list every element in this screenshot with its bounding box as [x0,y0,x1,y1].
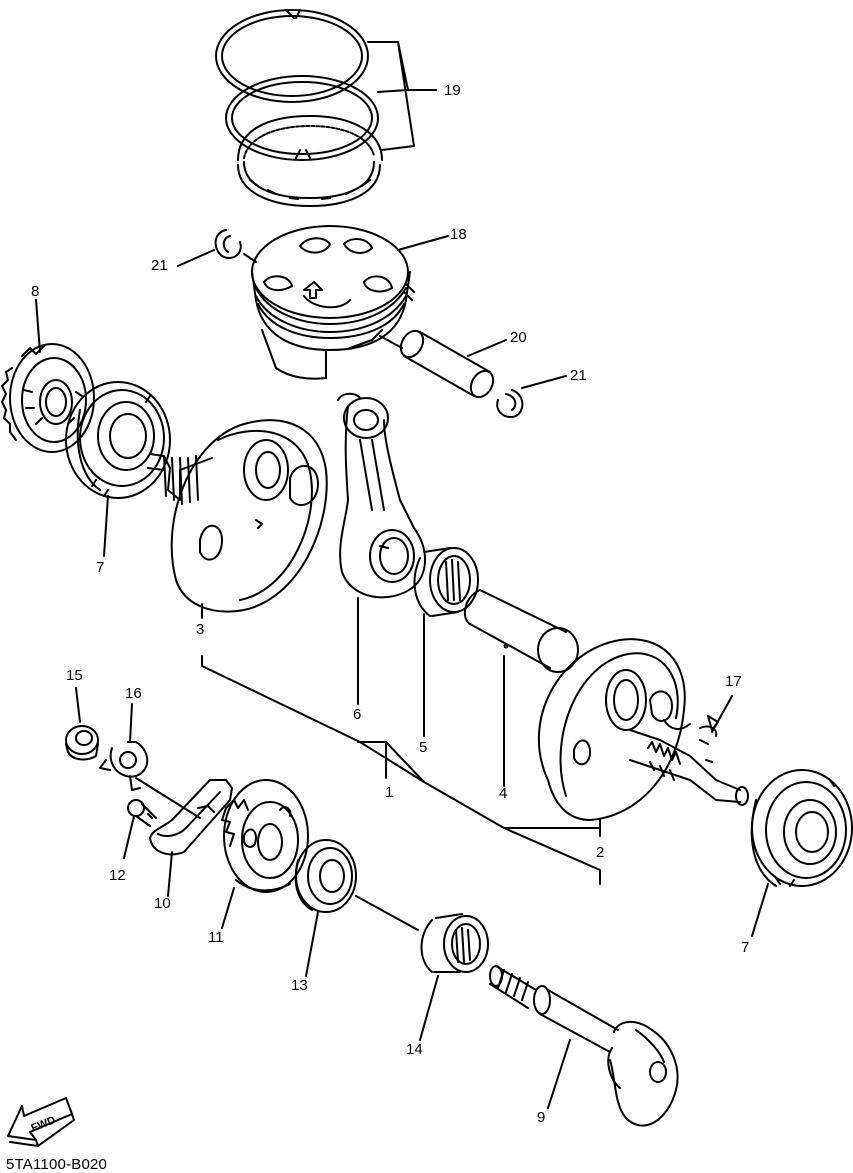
callout-2: 2 [596,844,605,861]
leader-20 [467,339,507,357]
top-ring [215,9,369,103]
balancer-shaft [489,965,679,1127]
callout-21-left: 21 [151,257,168,274]
leader-15 [75,687,81,723]
piston-pin [379,329,507,399]
primary-drive-gear [1,299,95,453]
connecting-rod [337,392,427,705]
piston [251,225,449,380]
piston-rings [215,9,437,207]
callout-6: 6 [353,706,362,723]
bearing-left [65,381,171,557]
crank-half-right [537,638,749,837]
balancer-bearing [294,839,419,977]
big-end-bearing [413,547,479,737]
balancer-weight [135,777,233,897]
callout-7-left: 7 [96,559,105,576]
callout-10: 10 [154,895,171,912]
circlip-right [496,375,567,418]
crank-pin [463,589,579,787]
leader-17 [711,695,733,733]
leader-19 [367,41,437,151]
balancer-needle-bearing [419,913,489,1041]
callout-21-right: 21 [570,367,587,384]
circlip-left [177,229,257,267]
callout-13: 13 [291,977,308,994]
drawing-code: 5TA1100-B020 [6,1156,108,1173]
leader-21a [177,249,215,267]
callout-9: 9 [537,1109,546,1126]
leader-21b [521,375,567,389]
bearing-right [750,769,853,937]
leader-14 [419,975,439,1041]
second-ring [225,75,379,161]
leader-16 [129,703,133,743]
nut [65,687,99,761]
leader-8 [35,299,41,353]
balancer-drive-gear [221,779,309,929]
callout-8: 8 [31,283,40,300]
callout-1: 1 [385,784,394,801]
callout-12: 12 [109,867,126,884]
woodruff-key [707,695,733,733]
callout-5: 5 [419,739,428,756]
callout-19: 19 [444,82,461,99]
lock-washer [99,703,149,791]
callout-14: 14 [406,1041,423,1058]
bolt [123,799,157,859]
callout-3: 3 [196,621,205,638]
callout-18: 18 [450,226,467,243]
leader-13 [305,911,319,977]
callout-11: 11 [208,929,224,946]
callout-7-right: 7 [741,939,750,956]
leader-9 [547,1039,571,1109]
leader-7b [751,883,769,937]
oil-ring [237,115,383,207]
leader-18 [397,235,449,251]
callout-4: 4 [499,785,508,802]
leader-12 [123,815,135,859]
callout-17: 17 [725,673,742,690]
leader-10 [167,851,173,897]
callout-16: 16 [125,685,142,702]
callout-20: 20 [510,329,527,346]
assembly-bracket [201,655,601,885]
leader-7a [103,495,109,557]
callout-15: 15 [66,667,83,684]
crank-half-left [147,419,328,619]
leader-11 [221,887,235,929]
fwd-arrow-icon [7,1097,75,1147]
